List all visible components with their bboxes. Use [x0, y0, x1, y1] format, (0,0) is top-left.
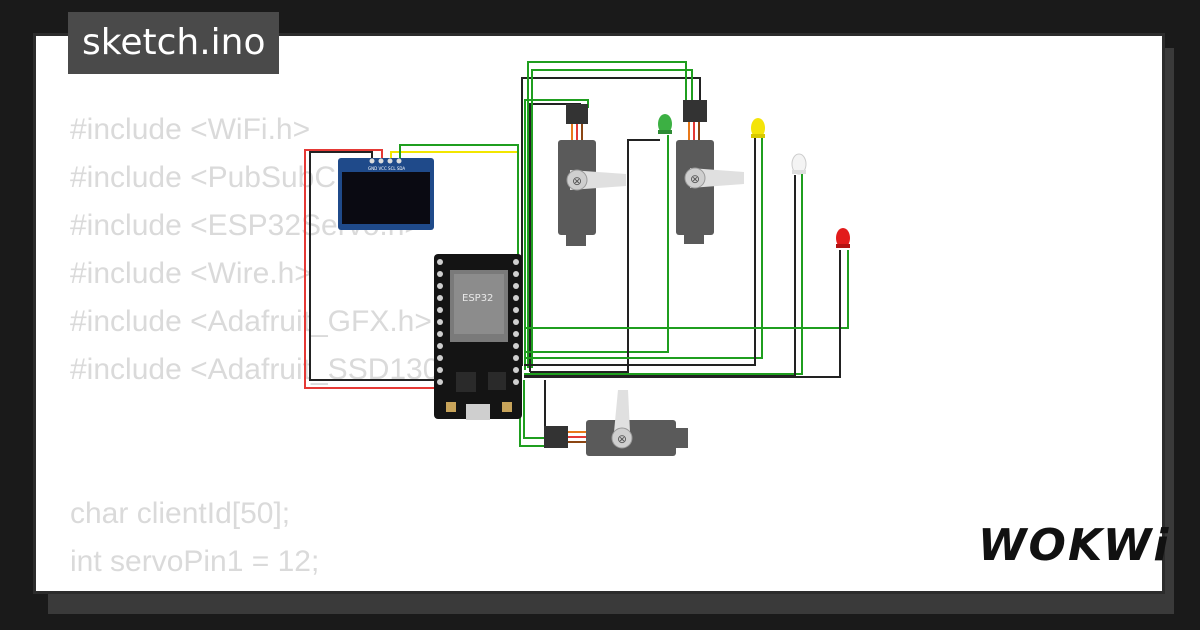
led-red[interactable] — [836, 228, 850, 248]
wires — [304, 61, 849, 447]
code-line: char clientId[50]; — [70, 497, 291, 530]
servo-motor-2[interactable]: ⊗ — [676, 100, 744, 244]
code-line: int servoPin1 = 12; — [70, 545, 320, 578]
servo-motor-3[interactable]: ⊗ — [544, 390, 688, 456]
file-tab[interactable]: sketch.ino — [68, 12, 280, 74]
oled-display[interactable]: GND VCC SCL SDA — [338, 158, 434, 230]
code-line: #include <Wire.h> — [70, 257, 312, 290]
led-white[interactable] — [791, 153, 807, 175]
svg-text:⊗: ⊗ — [617, 432, 627, 446]
svg-text:⊗: ⊗ — [572, 174, 582, 188]
led-yellow[interactable] — [751, 118, 765, 138]
preview-card: #include <WiFi.h> #include <PubSubClient… — [33, 33, 1165, 594]
oled-pin-labels: GND VCC SCL SDA — [368, 166, 405, 171]
esp32-board[interactable]: ESP32 — [434, 254, 522, 420]
wokwi-logo: WOKWi — [978, 520, 1171, 571]
servo-motor-1[interactable]: ⊗ — [558, 104, 626, 246]
led-green[interactable] — [658, 114, 672, 134]
esp32-pins — [437, 259, 519, 385]
svg-text:⊗: ⊗ — [690, 172, 700, 186]
code-line: #include <WiFi.h> — [70, 113, 311, 146]
esp32-chip-label: ESP32 — [462, 293, 493, 304]
